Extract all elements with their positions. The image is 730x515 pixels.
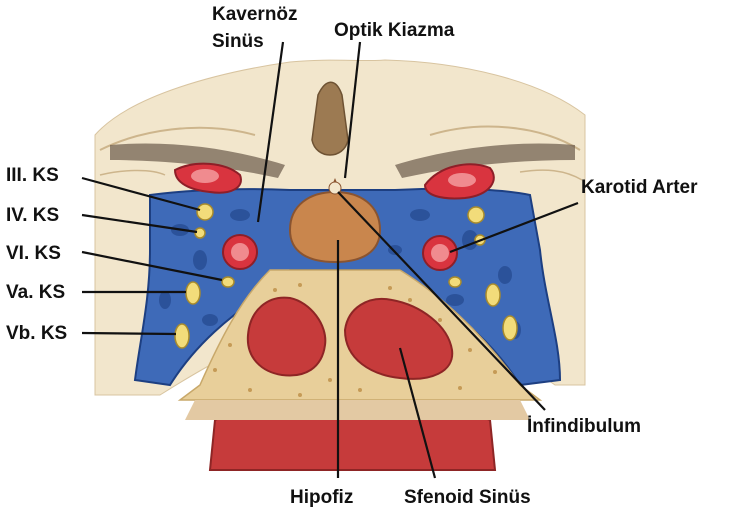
cn-vb-right xyxy=(503,316,517,340)
cn-va-right xyxy=(486,284,500,306)
sinus-lower-bone xyxy=(185,400,530,420)
label-cn-iii: III. KS xyxy=(6,165,59,186)
cn-iii-right xyxy=(468,207,484,223)
label-kavernoz-sinus-line1: Kavernöz xyxy=(212,4,298,25)
label-cn-vi: VI. KS xyxy=(6,243,61,264)
cn-vi-left xyxy=(222,277,234,287)
carotid-left-lower-lumen xyxy=(231,243,249,261)
cn-iii-left xyxy=(197,204,213,220)
carotid-right-upper-lumen xyxy=(448,173,476,187)
anatomy-illustration xyxy=(95,60,585,470)
label-karotid-arter: Karotid Arter xyxy=(581,177,698,198)
label-kavernoz-sinus-line2: Sinüs xyxy=(212,31,264,52)
carotid-left-upper-lumen xyxy=(191,169,219,183)
cn-va-left xyxy=(186,282,200,304)
label-optik-kiazma: Optik Kiazma xyxy=(334,20,455,41)
label-cn-vb: Vb. KS xyxy=(6,323,67,344)
pituitary-gland xyxy=(290,192,380,262)
label-cn-va: Va. KS xyxy=(6,282,65,303)
label-cn-iv: IV. KS xyxy=(6,205,59,226)
carotid-right-lower-lumen xyxy=(431,244,449,262)
cn-vi-right xyxy=(449,277,461,287)
label-infundibulum: İnfindibulum xyxy=(527,416,641,437)
label-sfenoid-sinus: Sfenoid Sinüs xyxy=(404,487,531,508)
cn-vb-left xyxy=(175,324,189,348)
leader-cn-vb xyxy=(82,333,176,334)
label-hipofiz: Hipofiz xyxy=(290,487,353,508)
